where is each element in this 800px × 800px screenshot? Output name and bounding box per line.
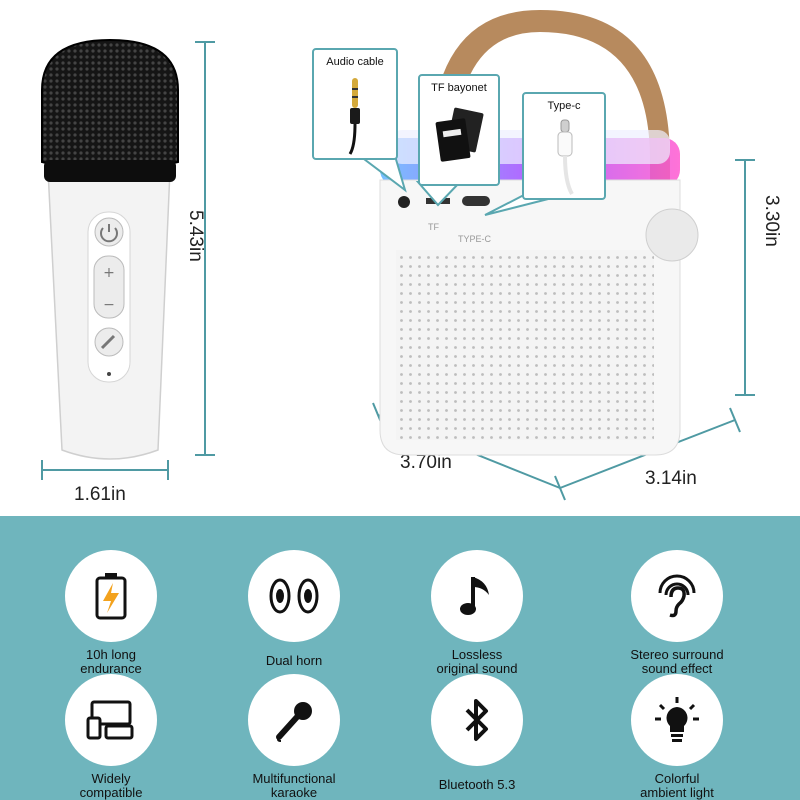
callout-type-c-label: Type-c (547, 100, 581, 112)
feature-icon-circle (248, 674, 340, 766)
feature-bluetooth: Bluetooth 5.3 (392, 674, 562, 792)
audio-jack-icon (348, 78, 360, 155)
feature-label: Bluetooth 5.3 (438, 777, 516, 792)
ear-sound-icon (658, 574, 696, 618)
feature-icon-circle (65, 674, 157, 766)
feature-icon-circle (431, 550, 523, 642)
callout-tf-bayonet: TF bayonet (418, 74, 500, 186)
product-image-area: + − 5.43in 1.61in 3.70in 3.14in 3.30in (41, 10, 782, 505)
svg-text:−: − (103, 297, 115, 313)
port-label-typec: TYPE-C (458, 234, 492, 244)
microphone-icon (276, 702, 312, 742)
speaker-width-label: 3.70in (400, 452, 452, 473)
sd-card-icon (435, 107, 484, 162)
speaker-depth-label: 3.14in (645, 468, 697, 489)
music-note-icon (460, 577, 489, 615)
feature-icon-circle (248, 550, 340, 642)
light-bulb-icon (655, 697, 699, 742)
callout-tf-bayonet-label: TF bayonet (431, 82, 487, 94)
callout-pointers (357, 155, 561, 216)
devices-icon (86, 700, 134, 740)
battery-charging-icon (95, 573, 127, 620)
usb-c-cable-icon (557, 119, 574, 196)
callout-audio-cable: Audio cable (312, 48, 398, 160)
feature-icon-circle (431, 674, 523, 766)
port-label-tf: TF (428, 222, 439, 232)
svg-text:+: + (103, 265, 115, 281)
feature-icon-circle (631, 674, 723, 766)
dual-speaker-icon (269, 578, 319, 614)
feature-icon-circle (631, 550, 723, 642)
callout-type-c: Type-c (522, 92, 606, 200)
feature-icon-circle (65, 550, 157, 642)
microphone-illustration: + − (41, 38, 179, 460)
bluetooth-icon (465, 699, 488, 741)
mic-width-label: 1.61in (74, 484, 126, 505)
feature-dual-horn: Dual horn (209, 550, 379, 668)
feature-label: Dual horn (265, 653, 323, 668)
callout-audio-cable-label: Audio cable (326, 56, 384, 68)
